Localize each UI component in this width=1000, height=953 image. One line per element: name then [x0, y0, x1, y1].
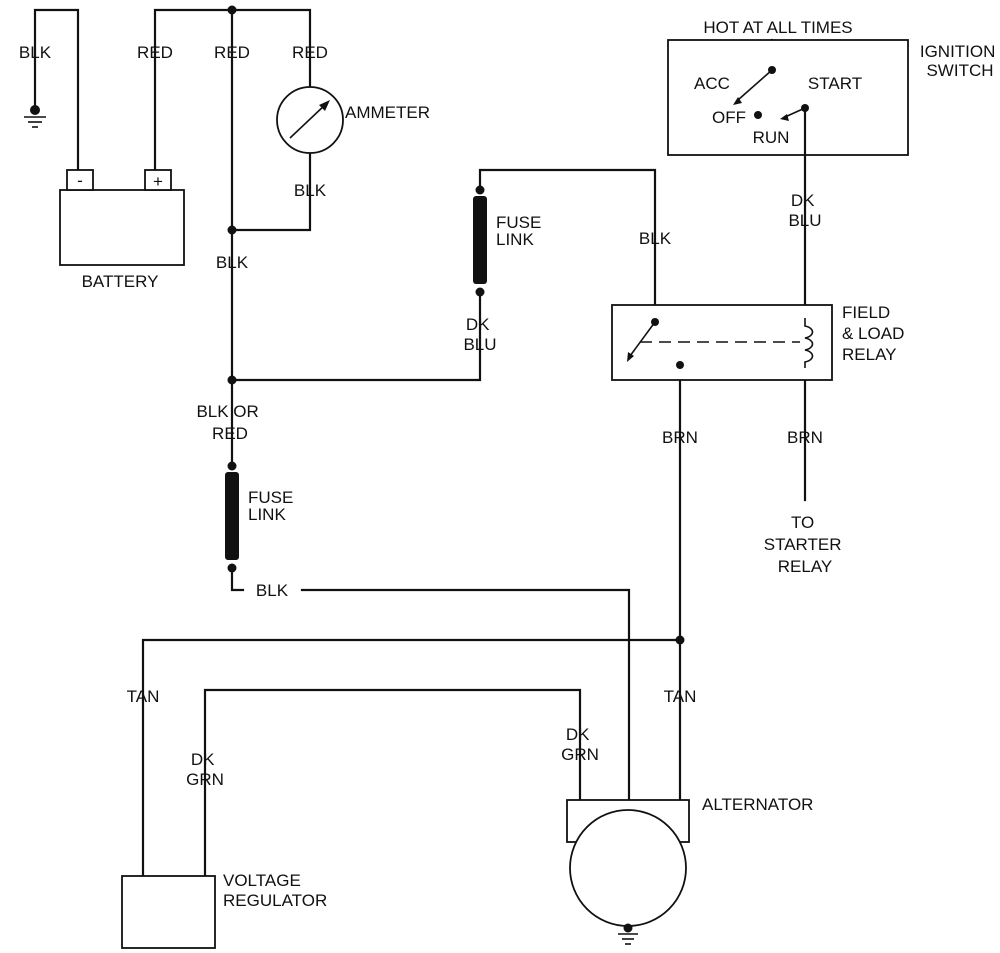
label-acc: ACC: [694, 74, 730, 93]
label-tan-left: TAN: [127, 687, 160, 706]
labels: BLK RED RED RED AMMETER BLK - + BATTERY …: [19, 18, 1000, 910]
label-ammeter: AMMETER: [345, 103, 430, 122]
label-red-battery: RED: [137, 43, 173, 62]
battery-positive-terminal: [144, 169, 172, 191]
junctions: [227, 5, 685, 645]
label-brn-starter: BRN: [787, 428, 823, 447]
ammeter-gauge-icon: [276, 86, 344, 154]
label-fuse-link-lower: FUSE LINK: [248, 488, 298, 524]
label-dk-blu-ignition: DK BLU: [788, 191, 821, 230]
label-start: START: [808, 74, 862, 93]
field-load-relay: [611, 304, 833, 381]
label-blk-ammeter: BLK: [294, 181, 327, 200]
label-dk-blu-fuse: DK BLU: [463, 315, 496, 354]
ground-icon: [24, 105, 46, 128]
label-red-ammeter: RED: [292, 43, 328, 62]
wire-dk-blu-fuse: [230, 288, 482, 382]
label-brn-relay: BRN: [662, 428, 698, 447]
label-voltage-regulator: VOLTAGE REGULATOR: [223, 871, 327, 910]
wire-blk-lower-left: [230, 566, 245, 592]
label-to-starter-relay: TO STARTER RELAY: [764, 513, 847, 576]
wire-tan: [141, 638, 682, 878]
fuse-link-upper: [473, 185, 487, 297]
label-fuse-link-upper: FUSE LINK: [496, 213, 546, 249]
voltage-regulator: [121, 875, 216, 949]
wiring: [33, 8, 807, 878]
label-blk-junction: BLK: [216, 253, 249, 272]
label-dk-grn-left: DK GRN: [186, 750, 224, 789]
wire-blk-ammeter: [230, 150, 312, 232]
label-battery: BATTERY: [82, 272, 159, 291]
label-blk-lower: BLK: [256, 581, 289, 600]
label-battery-plus: +: [153, 172, 163, 191]
alternator-ground-icon: [618, 923, 638, 945]
label-alternator: ALTERNATOR: [702, 795, 813, 814]
battery-negative-terminal: [66, 169, 94, 191]
fuse-link-lower: [225, 461, 239, 573]
wire-dk-grn: [203, 688, 582, 878]
alternator: [566, 799, 690, 945]
label-run: RUN: [753, 128, 790, 147]
wire-blk-lower-right: [300, 588, 631, 802]
label-blk-relay: BLK: [639, 229, 672, 248]
label-hot-at-all-times: HOT AT ALL TIMES: [703, 18, 852, 37]
battery: [59, 169, 185, 266]
label-blk-ground: BLK: [19, 43, 52, 62]
label-dk-grn-right: DK GRN: [561, 725, 599, 764]
label-ignition-switch: IGNITION SWITCH: [920, 42, 1000, 80]
label-red-mid: RED: [214, 43, 250, 62]
ignition-switch: [667, 39, 909, 157]
wire-blk-relay: [478, 168, 657, 324]
wire-blk-ground: [33, 8, 80, 172]
label-field-load-relay: FIELD & LOAD RELAY: [842, 303, 909, 364]
label-blk-or-red: BLK OR RED: [196, 402, 263, 443]
label-off: OFF: [712, 108, 746, 127]
label-tan-right: TAN: [664, 687, 697, 706]
label-battery-minus: -: [77, 171, 83, 190]
